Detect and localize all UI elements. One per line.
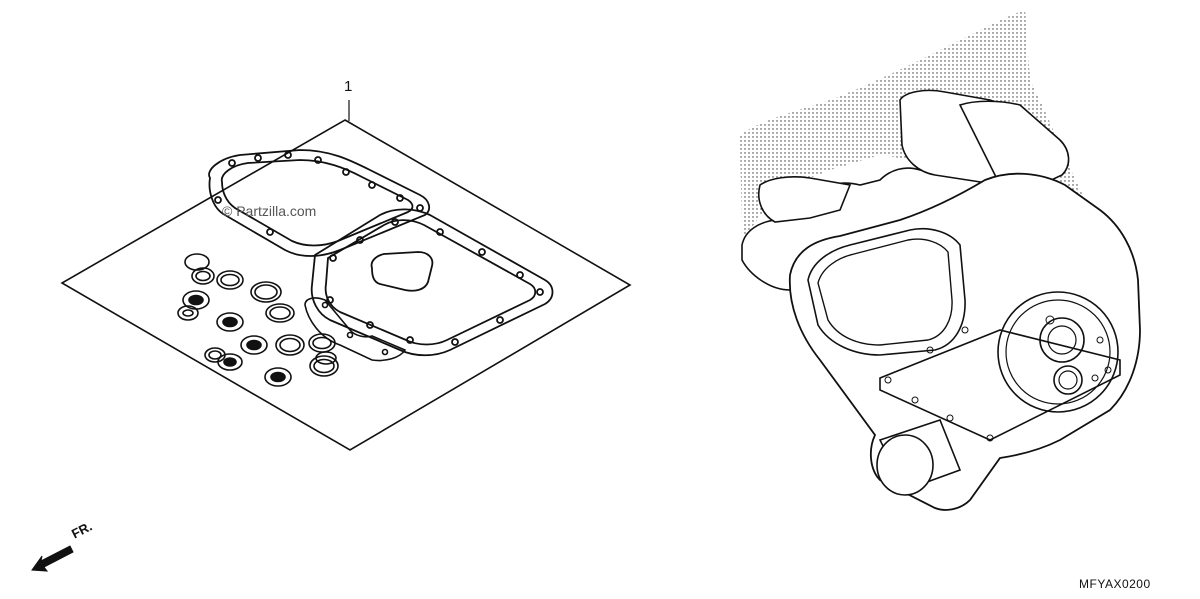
front-arrow-icon (31, 545, 74, 572)
cover-gasket-large (208, 149, 431, 257)
engine-assembly (740, 10, 1141, 511)
watermark: © Partzilla.com (222, 203, 317, 219)
part-callout-number[interactable]: 1 (344, 78, 353, 95)
gasket-kit-sheet (60, 100, 632, 451)
o-rings-and-seals (177, 253, 339, 387)
diagram-code: MFYAX0200 (1079, 577, 1151, 591)
oil-pan-gasket (310, 208, 554, 357)
